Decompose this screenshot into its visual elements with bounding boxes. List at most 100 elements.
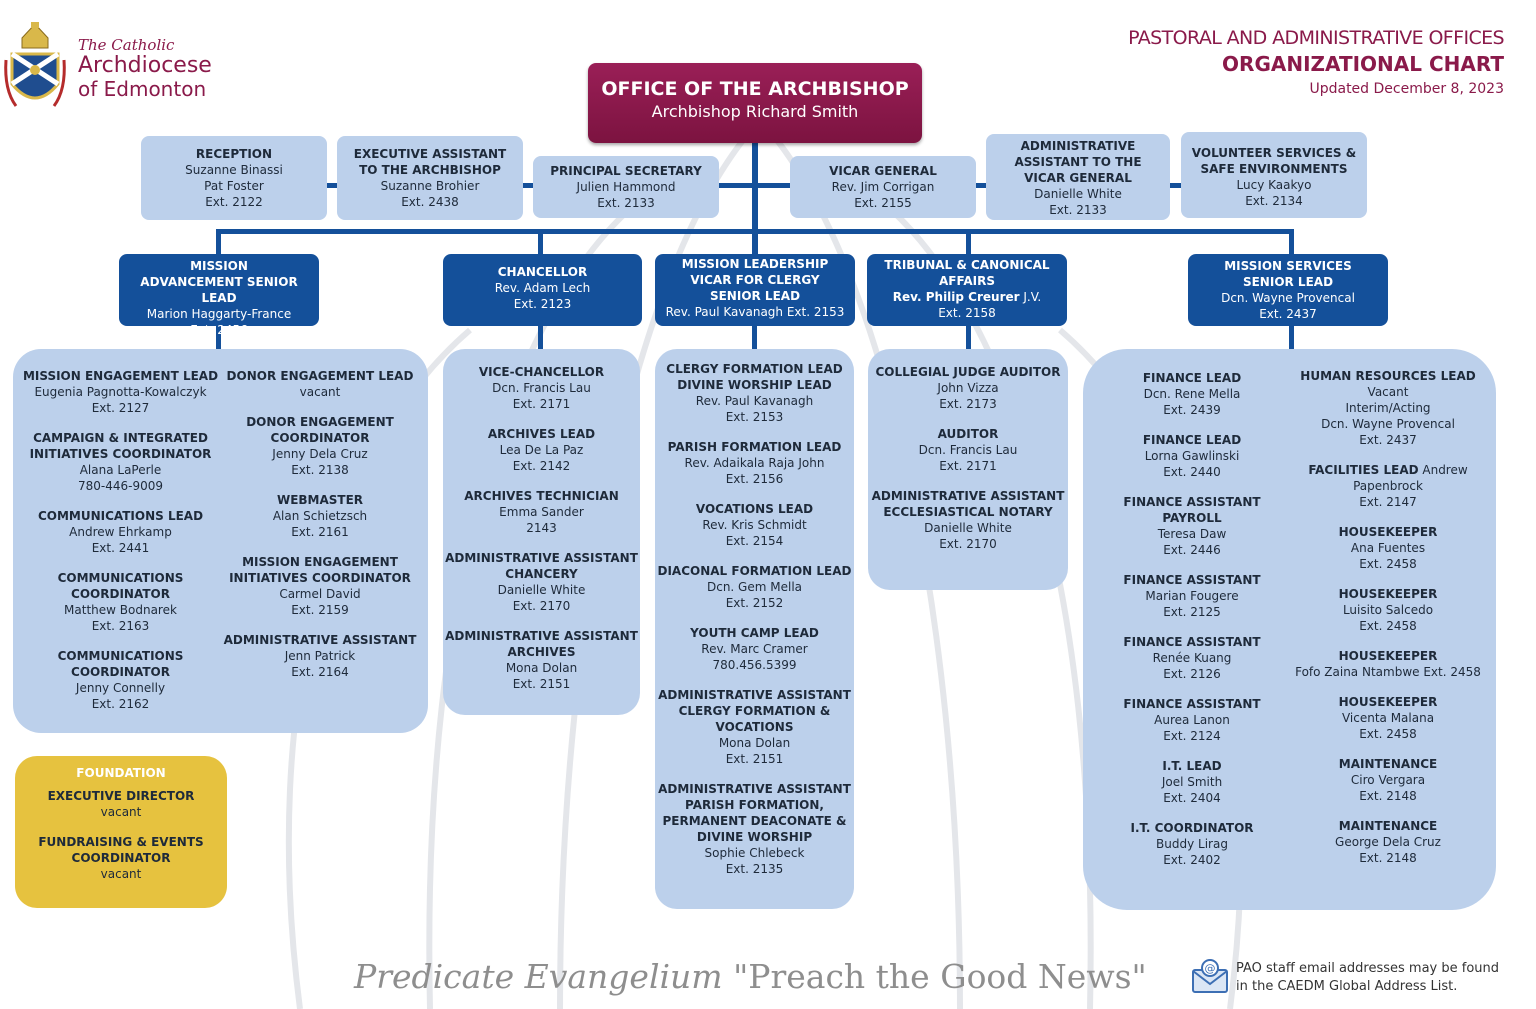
connector-drop-3 xyxy=(966,229,971,255)
tribunal-name: Rev. Philip Creurer J.V. xyxy=(881,289,1053,305)
tribunal-lead-box: TRIBUNAL & CANONICAL AFFAIRS Rev. Philip… xyxy=(867,254,1067,326)
connector-drop-4 xyxy=(1289,229,1294,255)
staff-detail: Jenny Dela Cruz xyxy=(272,447,368,461)
staff-role-text: COLLEGIAL JUDGE AUDITOR xyxy=(875,365,1061,379)
staff-role-text: FINANCE ASSISTANT xyxy=(1123,573,1261,587)
tribunal-name-suffix: J.V. xyxy=(1019,290,1042,304)
logo-wordmark: The Catholic Archdiocese of Edmonton xyxy=(78,36,212,100)
principal-secretary-box: PRINCIPAL SECRETARY Julien Hammond Ext. … xyxy=(533,156,719,218)
connector-group-1 xyxy=(216,326,221,350)
staff-detail: Ext. 2458 xyxy=(1359,727,1417,741)
staff-role-text: ADMINISTRATIVE ASSISTANT PARISH FORMATIO… xyxy=(658,782,851,844)
vicar-general-line: Rev. Jim Corrigan xyxy=(831,180,935,194)
tribunal-title: TRIBUNAL & CANONICAL AFFAIRS xyxy=(884,258,1050,288)
staff-detail: Ext. 2151 xyxy=(725,752,784,766)
header-updated: Updated December 8, 2023 xyxy=(1309,81,1504,97)
staff-role-text: AUDITOR xyxy=(937,427,999,441)
footer-motto: Predicate Evangelium "Preach the Good Ne… xyxy=(354,957,1147,996)
staff-role-text: HOUSEKEEPER xyxy=(1338,649,1438,663)
staff-role: COLLEGIAL JUDGE AUDITOR xyxy=(868,364,1068,380)
staff-detail: Ext. 2163 xyxy=(91,619,150,633)
staff-detail: Rev. Kris Schmidt xyxy=(702,518,807,532)
staff-role: ADMINISTRATIVE ASSISTANT CHANCERY xyxy=(443,550,640,582)
staff-detail: Interim/Acting xyxy=(1345,401,1431,415)
staff-role-text: HOUSEKEEPER xyxy=(1338,587,1438,601)
staff-detail: Dcn. Rene Mella xyxy=(1143,387,1241,401)
staff-role-text: ADMINISTRATIVE ASSISTANT ECCLESIASTICAL … xyxy=(871,489,1065,519)
motto-latin: Predicate Evangelium xyxy=(354,957,723,996)
staff-detail: Danielle White xyxy=(924,521,1012,535)
staff-detail: vacant xyxy=(100,805,142,819)
staff-detail: Joel Smith xyxy=(1161,775,1223,789)
staff-detail: Ext. 2440 xyxy=(1163,465,1221,479)
staff-role: HOUSEKEEPER xyxy=(1293,524,1483,540)
staff-role: I.T. LEAD xyxy=(1103,758,1281,774)
reception-box: RECEPTION Suzanne Binassi Pat Foster Ext… xyxy=(141,136,327,220)
admin-assistant-vicar-line: Danielle White xyxy=(1034,187,1122,201)
archbishop-name: Archbishop Richard Smith xyxy=(651,102,859,121)
staff-detail: Ext. 2171 xyxy=(512,397,571,411)
staff-role-text: ARCHIVES TECHNICIAN xyxy=(464,489,619,503)
staff-detail: Ext. 2439 xyxy=(1163,403,1221,417)
staff-role: MAINTENANCE xyxy=(1293,818,1483,834)
staff-detail: Ext. 2148 xyxy=(1359,851,1417,865)
staff-detail: Dcn. Francis Lau xyxy=(918,443,1018,457)
staff-role-text: PARISH FORMATION LEAD xyxy=(667,440,842,454)
staff-role-text: FINANCE ASSISTANT xyxy=(1123,697,1261,711)
staff-role: ADMINISTRATIVE ASSISTANT PARISH FORMATIO… xyxy=(655,781,854,845)
staff-detail: Renée Kuang xyxy=(1152,651,1232,665)
connector-drop-1 xyxy=(216,229,221,255)
staff-role: FINANCE ASSISTANT xyxy=(1103,634,1281,650)
staff-detail: Aurea Lanon xyxy=(1154,713,1230,727)
staff-role: HUMAN RESOURCES LEAD xyxy=(1293,368,1483,384)
staff-detail: Ext. 2159 xyxy=(291,603,349,617)
staff-role: FINANCE ASSISTANT xyxy=(1103,572,1281,588)
staff-detail: Vacant xyxy=(1367,385,1409,399)
staff-detail: Mona Dolan xyxy=(718,736,791,750)
staff-role-text: MISSION ENGAGEMENT INITIATIVES COORDINAT… xyxy=(229,555,411,585)
staff-role: HOUSEKEEPER xyxy=(1293,586,1483,602)
staff-role-text: MISSION ENGAGEMENT LEAD xyxy=(22,369,219,383)
staff-role-text: COMMUNICATIONS LEAD xyxy=(37,509,204,523)
staff-entry: ADMINISTRATIVE ASSISTANT PARISH FORMATIO… xyxy=(655,781,854,877)
volunteer-services-line: Ext. 2134 xyxy=(1245,194,1303,208)
admin-assistant-vicar-line: Ext. 2133 xyxy=(1049,203,1107,217)
staff-role-text: WEBMASTER xyxy=(276,493,364,507)
staff-role-text: FACILITIES LEAD xyxy=(1308,463,1419,477)
svg-text:@: @ xyxy=(1205,962,1216,975)
connector-group-4 xyxy=(966,326,971,350)
staff-detail: Ext. 2404 xyxy=(1163,791,1221,805)
staff-role: DIACONAL FORMATION LEAD xyxy=(655,563,854,579)
staff-role-text: VOCATIONS LEAD xyxy=(695,502,814,516)
staff-role: WEBMASTER xyxy=(220,492,420,508)
staff-role: ARCHIVES TECHNICIAN xyxy=(443,488,640,504)
staff-role-text: DIACONAL FORMATION LEAD xyxy=(657,564,852,578)
staff-detail: vacant xyxy=(100,867,142,881)
mission-leadership-lead-box: MISSION LEADERSHIP VICAR FOR CLERGY SENI… xyxy=(655,254,855,326)
staff-detail: Dcn. Francis Lau xyxy=(492,381,591,395)
staff-role-text: VICE-CHANCELLOR xyxy=(478,365,605,379)
staff-detail: Ext. 2458 xyxy=(1359,557,1417,571)
staff-entry: CAMPAIGN & INTEGRATED INITIATIVES COORDI… xyxy=(13,430,228,494)
staff-detail: Ext. 2162 xyxy=(91,697,150,711)
connector-trunk xyxy=(752,143,758,255)
executive-assistant-line: Suzanne Brohier xyxy=(380,179,480,193)
staff-role: VOCATIONS LEAD xyxy=(655,501,854,517)
executive-assistant-box: EXECUTIVE ASSISTANT TO THE ARCHBISHOP Su… xyxy=(337,136,523,220)
staff-detail: Ana Fuentes xyxy=(1350,541,1426,555)
connector-group-5 xyxy=(1289,326,1294,350)
staff-role-text: ADMINISTRATIVE ASSISTANT CHANCERY xyxy=(445,551,638,581)
logo-line-2: Archdiocese xyxy=(78,53,212,78)
mission-advancement-line: Ext. 2456 xyxy=(190,323,248,337)
